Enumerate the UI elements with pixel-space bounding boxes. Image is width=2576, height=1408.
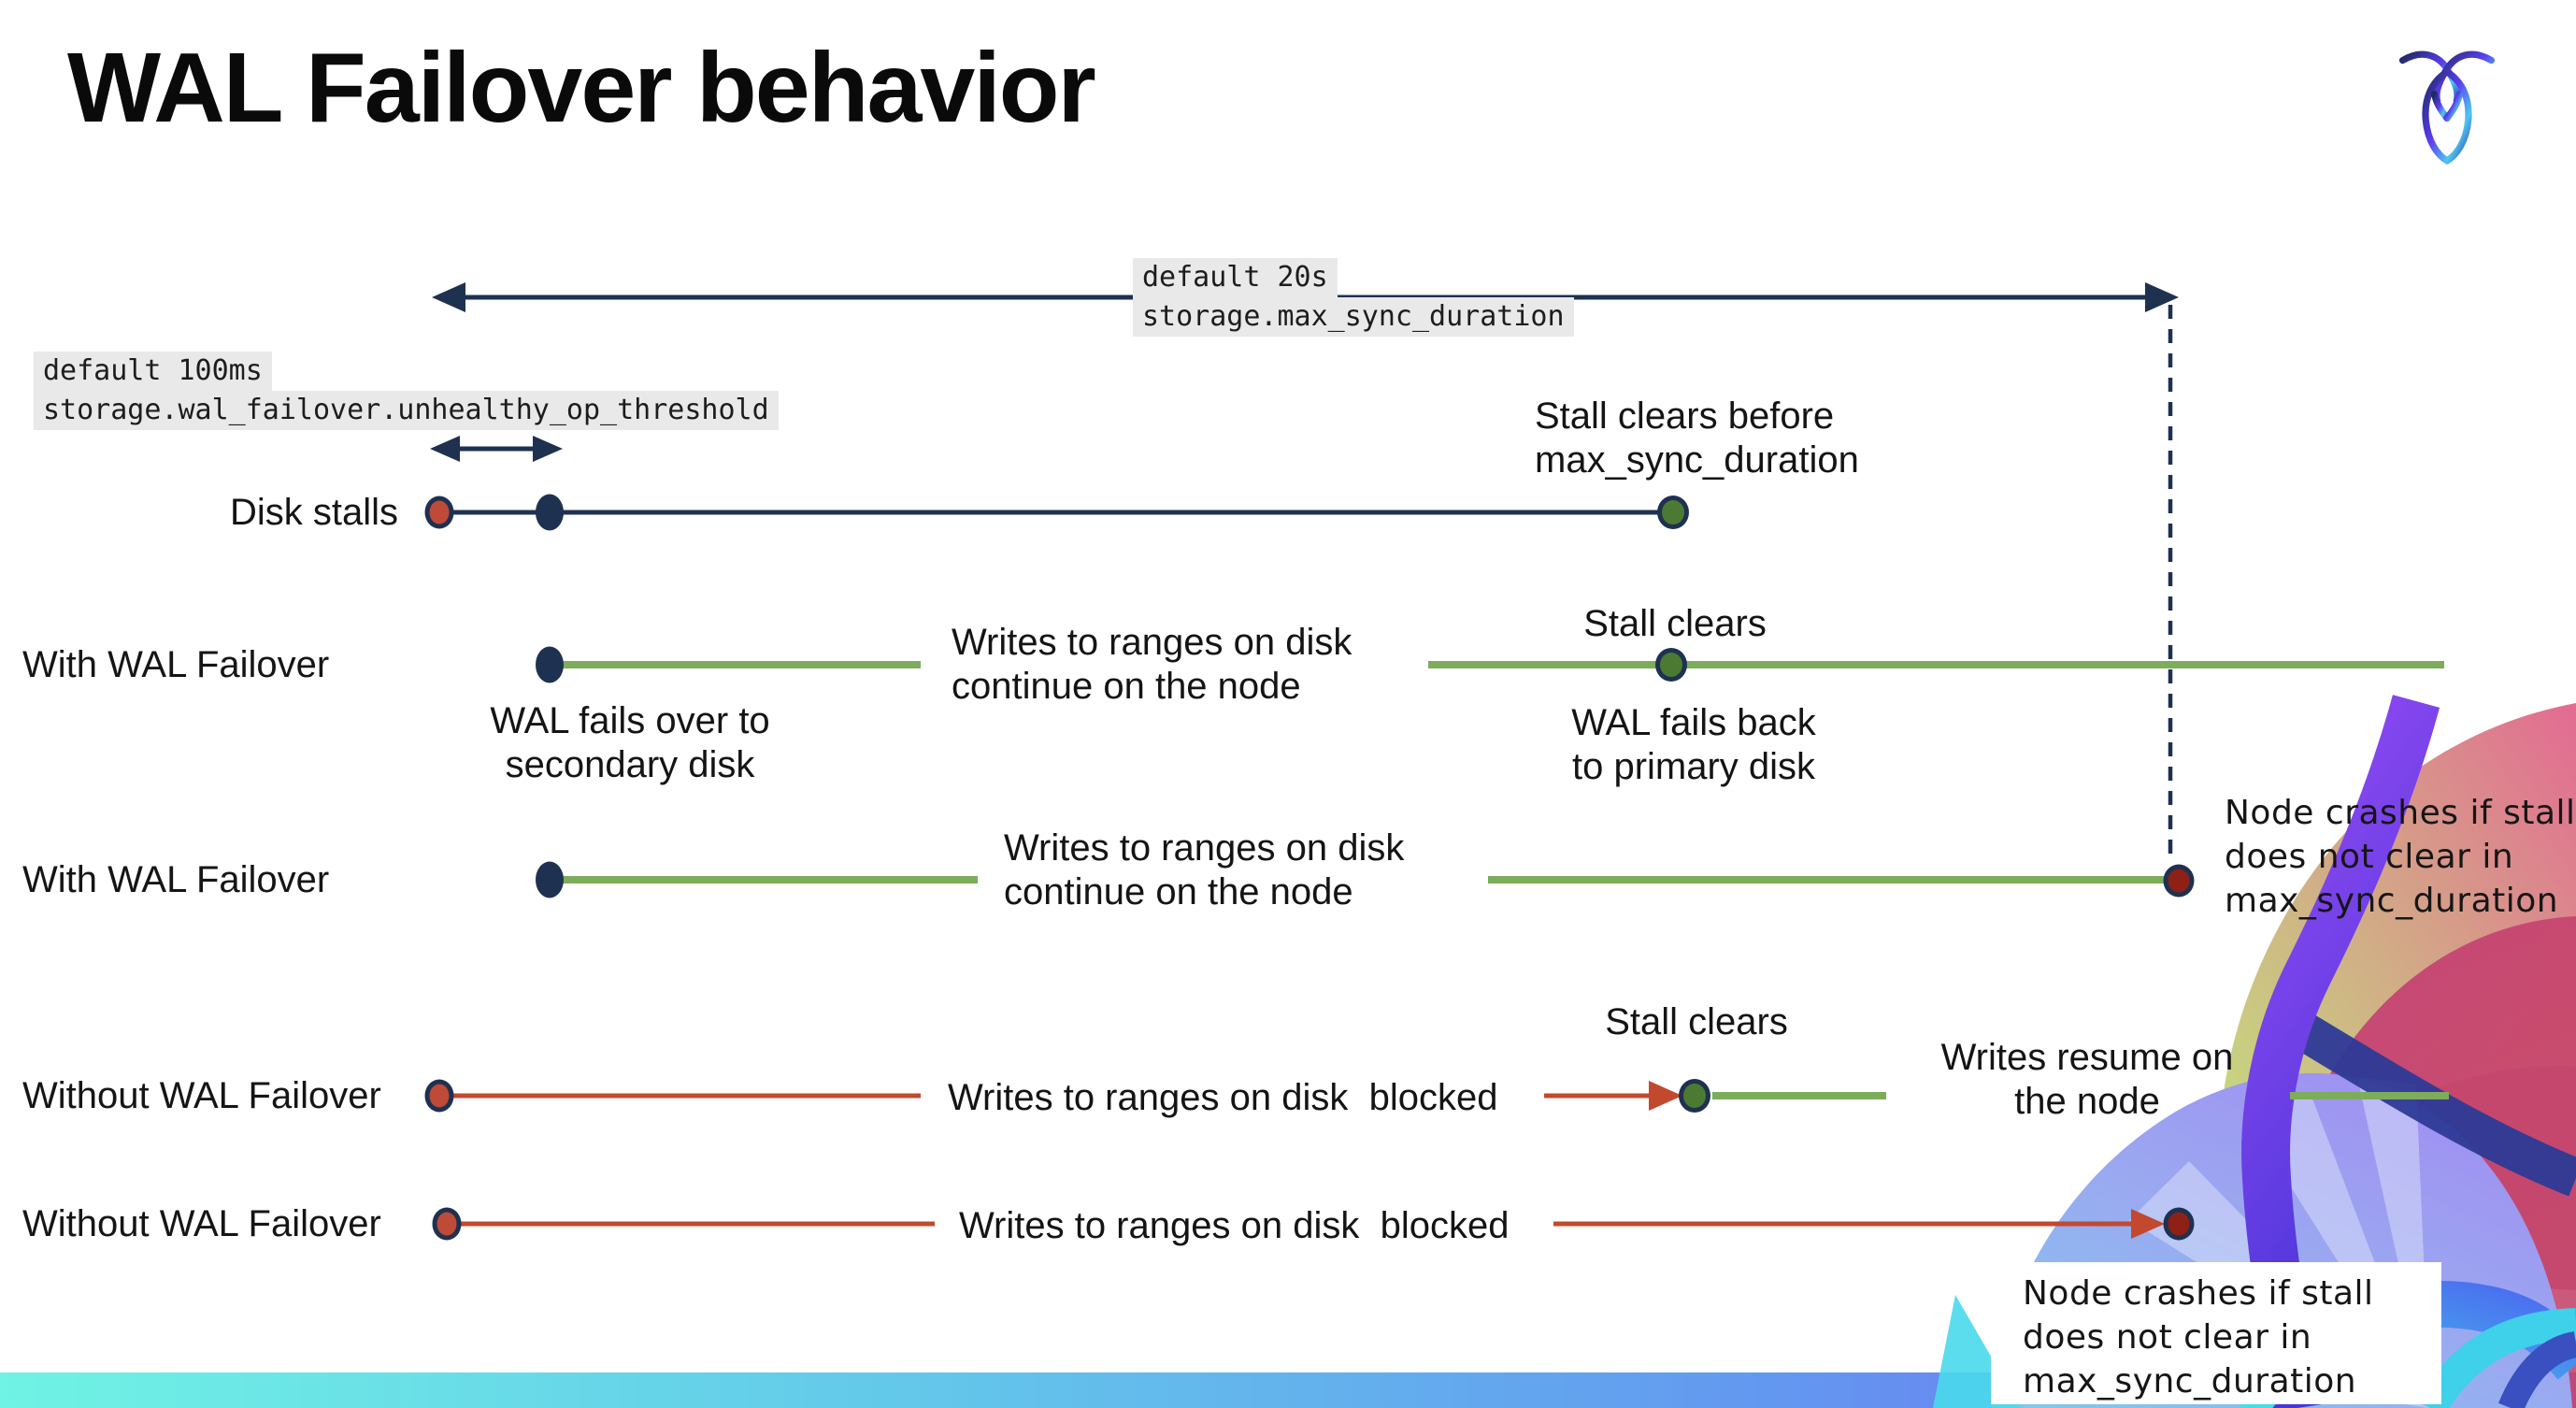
row-label-without-wal-2: Without WAL Failover xyxy=(22,1203,381,1244)
withwal1-failback-note: WAL fails back to primary disk xyxy=(1571,702,1816,787)
unhealthy-op-threshold-arrow xyxy=(430,436,563,462)
withwal2-crash-dot xyxy=(2163,864,2195,898)
withoutwal1-stall-dot xyxy=(424,1079,454,1113)
row-label-with-wal-2: With WAL Failover xyxy=(22,859,330,900)
withwal1-failover-dot xyxy=(536,646,564,683)
cockroachdb-logo-icon xyxy=(2398,50,2496,165)
withoutwal2-stall-dot xyxy=(432,1207,462,1241)
withwal1-stall-clears-note: Stall clears xyxy=(1583,603,1767,644)
disk-stall-threshold-dot xyxy=(536,494,564,531)
withwal1-failover-note: WAL fails over to secondary disk xyxy=(490,700,770,785)
withoutwal2-writes-note: Writes to ranges on disk blocked xyxy=(959,1205,1510,1246)
withoutwal2-crash-dot xyxy=(2163,1207,2195,1241)
disk-stall-clear-dot xyxy=(1657,496,1689,529)
disk-stalls-clear-note: Stall clears before max_sync_duration xyxy=(1535,395,1859,481)
page-title: WAL Failover behavior xyxy=(67,33,1096,143)
withwal1-stall-clear-dot xyxy=(1655,648,1687,682)
withoutwal2-crash-note-box: Node crashes if stall does not clear in … xyxy=(1991,1262,2441,1404)
max-sync-default-label: default 20s xyxy=(1133,258,1338,297)
withoutwal1-stall-clear-dot xyxy=(1679,1079,1710,1113)
withoutwal1-writes-note: Writes to ranges on disk blocked xyxy=(948,1077,1498,1118)
row-label-disk-stalls: Disk stalls xyxy=(230,492,399,533)
withoutwal2-crash-note: Node crashes if stall does not clear in … xyxy=(2023,1274,2374,1401)
withwal2-writes-note: Writes to ranges on disk continue on the… xyxy=(1004,827,1405,912)
row-label-without-wal-1: Without WAL Failover xyxy=(22,1075,381,1116)
withoutwal1-stall-clears-note: Stall clears xyxy=(1605,1001,1788,1042)
withwal1-writes-note: Writes to ranges on disk continue on the… xyxy=(952,622,1352,707)
withoutwal1-red-arrow xyxy=(1544,1081,1682,1111)
row-label-with-wal-1: With WAL Failover xyxy=(22,644,330,685)
max-sync-setting-label: storage.max_sync_duration xyxy=(1133,297,1574,337)
unhealthy-op-default-label: default 100ms xyxy=(34,352,272,391)
disk-stall-start-dot xyxy=(424,496,454,529)
withwal2-failover-dot xyxy=(536,861,564,898)
withwal2-crash-note: Node crashes if stall does not clear in … xyxy=(2225,794,2576,920)
unhealthy-op-setting-label: storage.wal_failover.unhealthy_op_thresh… xyxy=(34,391,779,430)
withoutwal1-resume-note: Writes resume on the node xyxy=(1940,1037,2234,1122)
